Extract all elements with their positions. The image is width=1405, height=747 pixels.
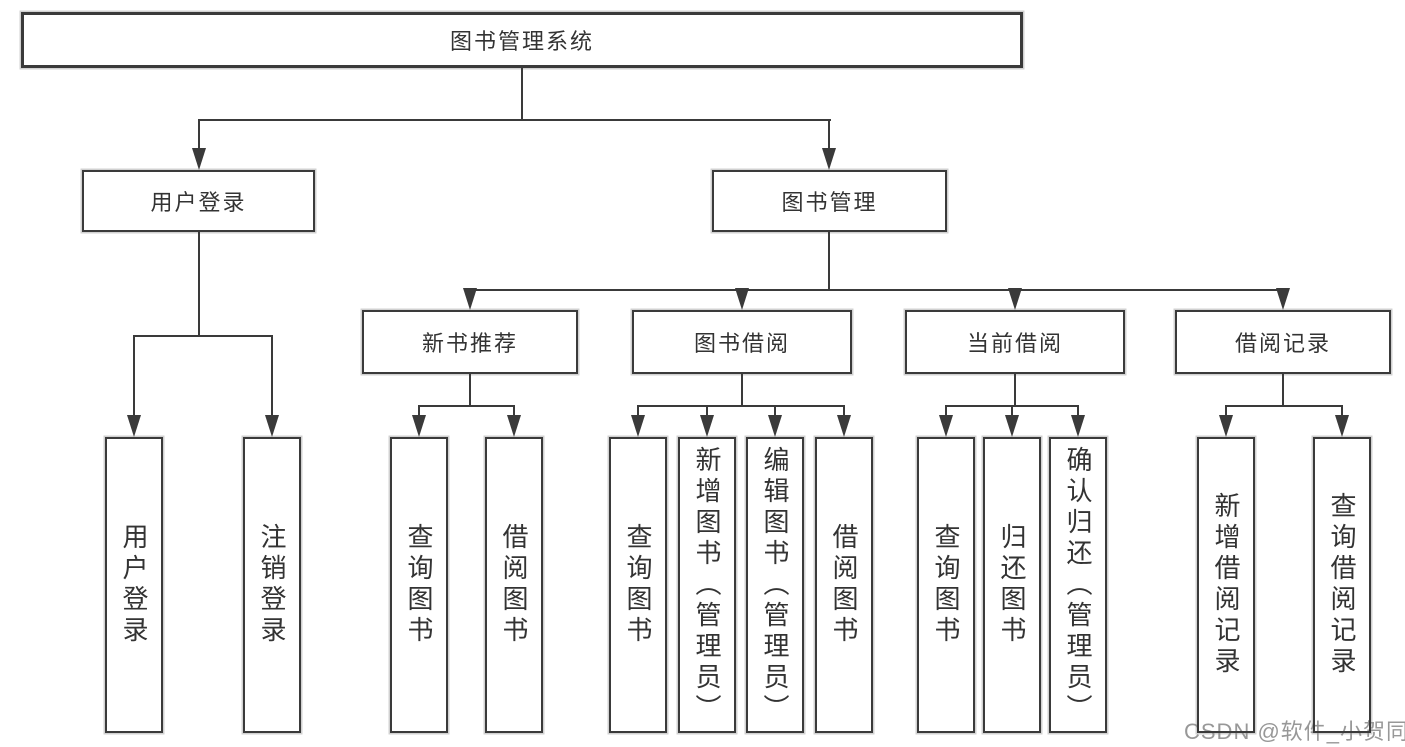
- connector-line: [706, 405, 708, 419]
- connector-line: [945, 405, 947, 419]
- connector-line: [271, 335, 273, 417]
- connector-line: [774, 405, 776, 419]
- connector-line: [1341, 405, 1343, 419]
- leaf-logout: 注销登录: [243, 437, 301, 733]
- arrow-down-icon: [1008, 288, 1022, 310]
- arrow-down-icon: [1219, 415, 1233, 437]
- connector-line: [198, 232, 200, 335]
- connector-line: [843, 405, 845, 419]
- connector-line: [741, 374, 743, 405]
- leaf-query-books-3: 查询图书: [917, 437, 975, 733]
- arrow-down-icon: [631, 415, 645, 437]
- connector-line: [1014, 374, 1016, 405]
- leaf-add-borrow-record: 新增借阅记录: [1197, 437, 1255, 733]
- leaf-user-login: 用户登录: [105, 437, 163, 733]
- leaf-add-book-admin: 新增图书（管理员）: [678, 437, 736, 733]
- arrow-down-icon: [265, 415, 279, 437]
- arrow-down-icon: [412, 415, 426, 437]
- node-current-borrowing: 当前借阅: [905, 310, 1125, 374]
- arrow-down-icon: [735, 288, 749, 310]
- arrow-down-icon: [939, 415, 953, 437]
- leaf-borrow-books-2: 借阅图书: [815, 437, 873, 733]
- node-new-book-recommendation: 新书推荐: [362, 310, 578, 374]
- arrow-down-icon: [1005, 415, 1019, 437]
- arrow-down-icon: [1335, 415, 1349, 437]
- connector-line: [513, 405, 515, 419]
- leaf-query-books-1: 查询图书: [390, 437, 448, 733]
- node-borrowing-records: 借阅记录: [1175, 310, 1391, 374]
- connector-line: [418, 405, 420, 419]
- connector-line: [1077, 405, 1079, 419]
- connector-line: [133, 335, 135, 417]
- connector-line: [198, 119, 200, 149]
- leaf-query-borrow-record: 查询借阅记录: [1313, 437, 1371, 733]
- leaf-query-books-2: 查询图书: [609, 437, 667, 733]
- arrow-down-icon: [822, 148, 836, 170]
- connector-line: [828, 119, 830, 149]
- connector-line: [521, 68, 523, 119]
- leaf-edit-book-admin: 编辑图书（管理员）: [746, 437, 804, 733]
- connector-line: [1225, 405, 1343, 407]
- leaf-borrow-books-1: 借阅图书: [485, 437, 543, 733]
- arrow-down-icon: [463, 288, 477, 310]
- connector-line: [1282, 374, 1284, 405]
- node-book-management: 图书管理: [712, 170, 947, 232]
- connector-line: [469, 289, 1284, 291]
- leaf-return-book: 归还图书: [983, 437, 1041, 733]
- arrow-down-icon: [1276, 288, 1290, 310]
- connector-line: [198, 119, 831, 121]
- arrow-down-icon: [837, 415, 851, 437]
- connector-line: [637, 405, 639, 419]
- leaf-confirm-return-admin: 确认归还（管理员）: [1049, 437, 1107, 733]
- connector-line: [133, 335, 273, 337]
- arrow-down-icon: [1071, 415, 1085, 437]
- arrow-down-icon: [768, 415, 782, 437]
- arrow-down-icon: [700, 415, 714, 437]
- node-book-borrowing: 图书借阅: [632, 310, 852, 374]
- node-library-management-system: 图书管理系统: [21, 12, 1023, 68]
- connector-line: [828, 232, 830, 289]
- connector-line: [469, 374, 471, 405]
- connector-line: [1225, 405, 1227, 419]
- arrow-down-icon: [127, 415, 141, 437]
- arrow-down-icon: [192, 148, 206, 170]
- csdn-watermark: CSDN @软件_小贺同学: [1184, 719, 1405, 744]
- arrow-down-icon: [507, 415, 521, 437]
- connector-line: [637, 405, 845, 407]
- connector-line: [1011, 405, 1013, 419]
- connector-line: [418, 405, 515, 407]
- node-user-login: 用户登录: [82, 170, 315, 232]
